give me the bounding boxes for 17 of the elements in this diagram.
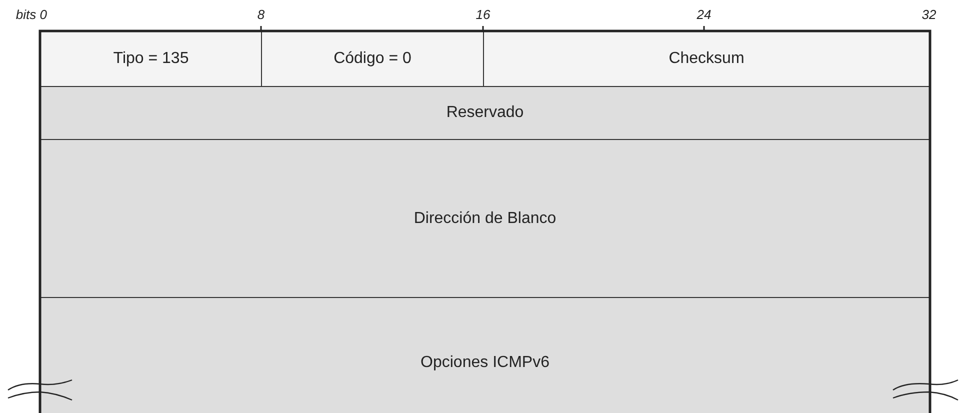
- field-label: Código = 0: [334, 49, 412, 69]
- field-box: [483, 31, 930, 87]
- field-box: [40, 297, 930, 413]
- field-box: [40, 86, 930, 140]
- bit-position-label: bits 0: [16, 6, 47, 24]
- bit-position-label: 32: [922, 6, 936, 24]
- field-box: [40, 31, 262, 87]
- field-label: Opciones ICMPv6: [420, 352, 550, 372]
- field-label: Reservado: [446, 103, 524, 123]
- field-box: [261, 31, 484, 87]
- field-box: [40, 139, 930, 298]
- field-label: Tipo = 135: [113, 49, 189, 69]
- field-label: Checksum: [668, 49, 744, 69]
- bit-position-label: 16: [476, 6, 490, 24]
- bit-position-label: 24: [696, 6, 712, 24]
- bit-position-label: 8: [257, 6, 265, 24]
- field-label: Dirección de Blanco: [414, 208, 556, 228]
